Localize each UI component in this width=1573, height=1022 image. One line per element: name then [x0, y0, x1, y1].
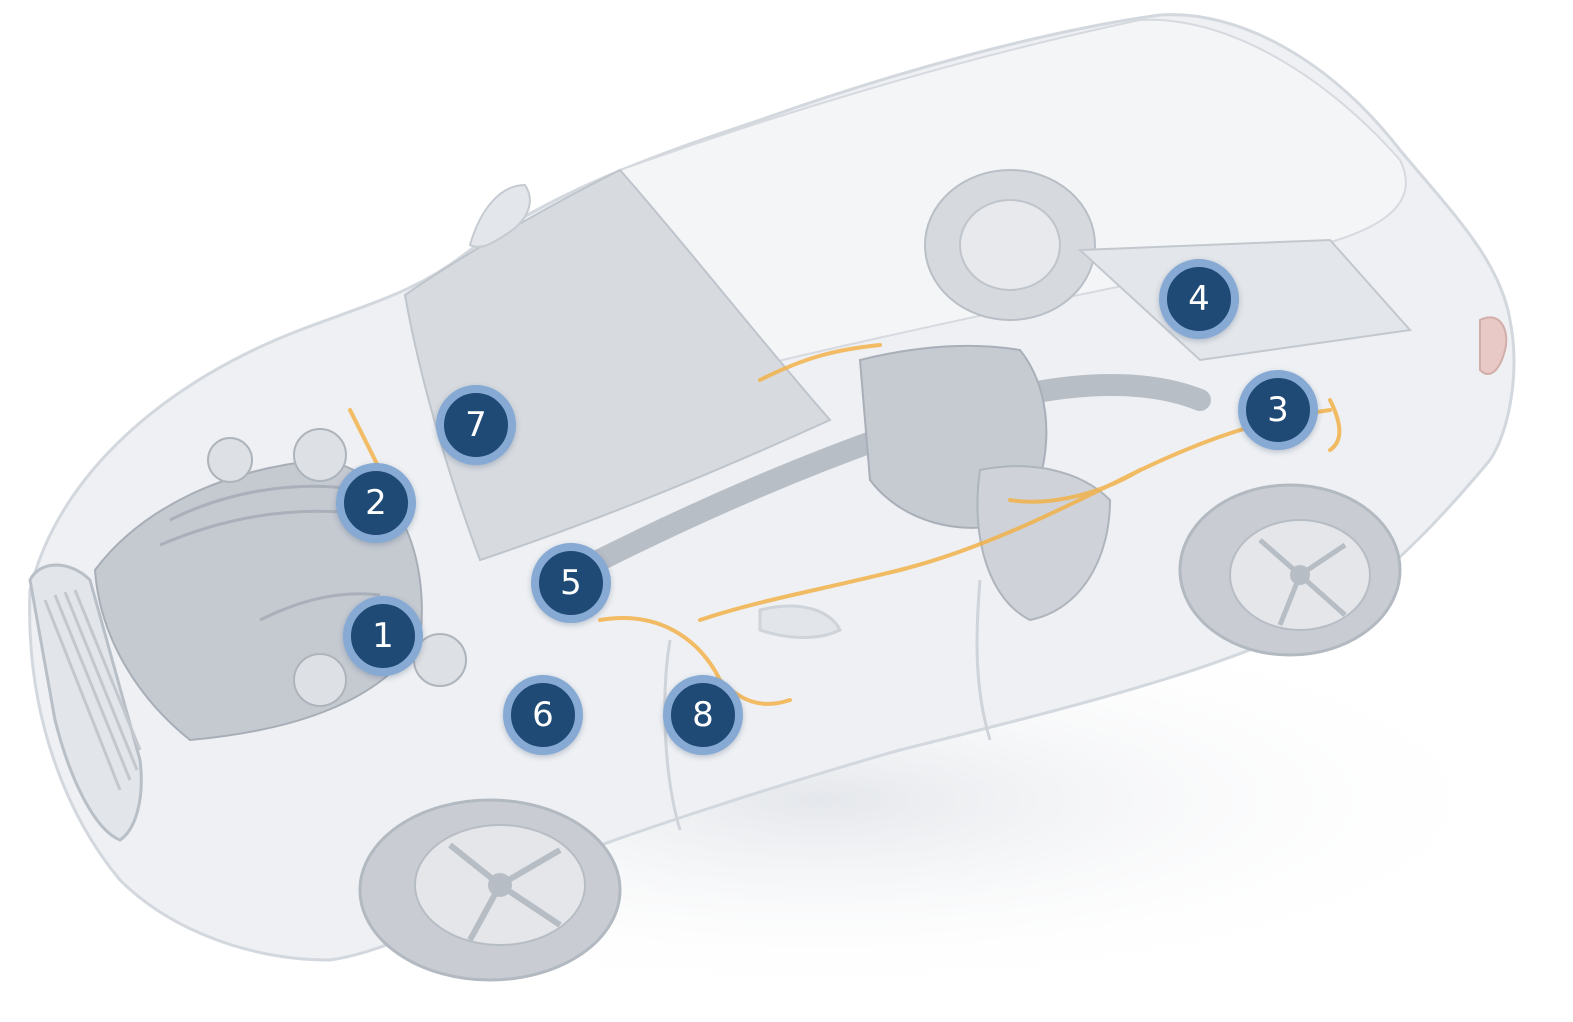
hotspot-2-label: 2 — [365, 483, 387, 523]
hotspot-1[interactable]: 1 — [343, 596, 423, 676]
hotspot-7-label: 7 — [465, 405, 487, 445]
hotspot-3[interactable]: 3 — [1238, 370, 1318, 450]
wiring-harness — [348, 343, 1342, 706]
battery-pack — [1077, 238, 1412, 362]
side-mirror — [468, 183, 531, 248]
hotspot-1-label: 1 — [372, 616, 394, 656]
hotspot-3-label: 3 — [1267, 390, 1289, 430]
spare-wheel — [924, 169, 1096, 321]
drivetrain — [589, 344, 1211, 622]
hotspot-4[interactable]: 4 — [1159, 259, 1239, 339]
hotspot-8[interactable]: 8 — [663, 675, 743, 755]
hotspot-7[interactable]: 7 — [436, 385, 516, 465]
engine-bay — [93, 428, 467, 742]
front-wheel — [358, 798, 622, 982]
hotspot-5-label: 5 — [560, 563, 582, 603]
windshield — [403, 168, 832, 562]
rear-wheel — [1178, 483, 1402, 657]
hotspot-2[interactable]: 2 — [336, 463, 416, 543]
hotspot-4-label: 4 — [1188, 279, 1210, 319]
hotspot-6-label: 6 — [532, 695, 554, 735]
hotspot-5[interactable]: 5 — [531, 543, 611, 623]
hotspot-6[interactable]: 6 — [503, 675, 583, 755]
tail-light — [1479, 316, 1508, 375]
door-lines — [663, 579, 992, 831]
front-grille — [28, 563, 143, 842]
hotspot-8-label: 8 — [692, 695, 714, 735]
